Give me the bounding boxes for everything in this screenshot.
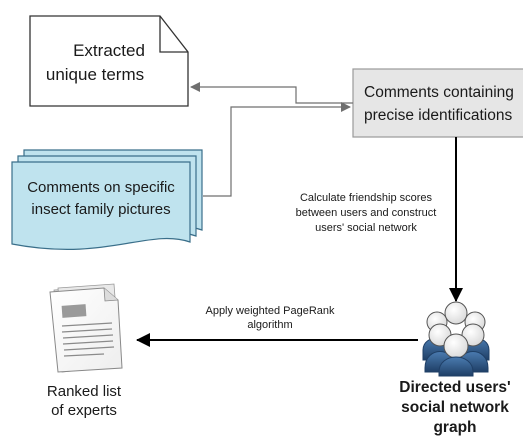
comments-pictures-line2: insect family pictures: [31, 201, 170, 218]
ranked-list-label: Ranked list of experts: [47, 383, 122, 419]
comments-identifications-line1: Comments containing: [364, 84, 514, 101]
pagerank-label-line2: algorithm: [247, 319, 292, 331]
connector-from-pictures: [203, 102, 351, 197]
ranked-list-line2: of experts: [51, 402, 117, 419]
extracted-terms-line2: unique terms: [46, 65, 144, 84]
extracted-terms-line1: Extracted: [73, 41, 145, 60]
comments-pictures-documents: Comments on specific insect family pictu…: [11, 149, 203, 250]
comments-identifications-box: Comments containing precise identificati…: [352, 68, 523, 138]
comments-identifications-line2: precise identifications: [364, 107, 512, 124]
friendship-label-line2: between users and construct: [296, 207, 437, 219]
social-graph-line1: Directed users': [399, 379, 510, 396]
friendship-label-line1: Calculate friendship scores: [300, 192, 433, 204]
social-graph-line2: social network: [401, 399, 509, 416]
extracted-terms-note: Extracted unique terms: [29, 15, 189, 107]
pagerank-edge-label: Apply weighted PageRank algorithm: [205, 305, 335, 331]
social-graph-line3: graph: [433, 419, 476, 436]
connector-to-extracted-terms: [190, 82, 353, 104]
social-graph-label: Directed users' social network graph: [399, 379, 510, 436]
report-document-icon: [49, 283, 123, 373]
friendship-label-line3: users' social network: [315, 222, 417, 234]
pagerank-label-line1: Apply weighted PageRank: [205, 305, 335, 317]
comments-pictures-line1: Comments on specific: [27, 179, 175, 196]
friendship-edge-label: Calculate friendship scores between user…: [296, 192, 437, 234]
ranked-list-line1: Ranked list: [47, 383, 122, 400]
people-group-icon: [422, 301, 490, 377]
